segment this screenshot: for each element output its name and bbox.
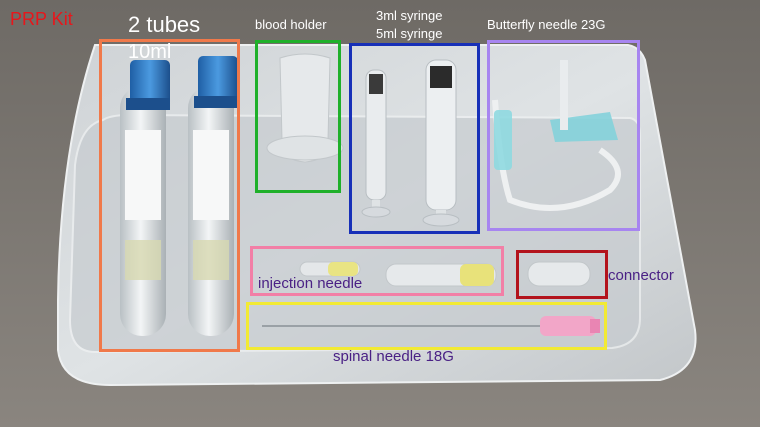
tubes-label-line2: 10ml xyxy=(128,41,172,63)
tube-right xyxy=(188,56,238,336)
tubes-label-line1: 2 tubes xyxy=(128,12,201,37)
tubes-box xyxy=(99,39,240,352)
butterfly-needle-shape xyxy=(492,60,621,211)
spinal-needle-label: spinal needle 18G xyxy=(333,348,454,365)
syringe-box xyxy=(349,43,480,234)
blood-holder-label: blood holder xyxy=(255,17,327,32)
butterfly-needle-box xyxy=(487,40,640,231)
syringe-3ml-shape xyxy=(361,69,391,218)
syringe-5ml-shape xyxy=(422,59,460,227)
syringe-label-line2: 5ml syringe xyxy=(376,26,443,41)
injection-needles-shape xyxy=(299,261,497,287)
injection-needle-box xyxy=(250,246,504,296)
connector-label: connector xyxy=(608,267,674,284)
kit-title: PRP Kit xyxy=(10,9,73,29)
connector-shape xyxy=(527,261,591,287)
butterfly-needle-label: Butterfly needle 23G xyxy=(487,17,606,32)
blood-holder-box xyxy=(255,40,341,193)
syringe-label-line1: 3ml syringe xyxy=(376,8,443,23)
blood-holder-shape xyxy=(266,53,344,163)
injection-needle-label: injection needle xyxy=(258,275,363,292)
tube-left xyxy=(120,60,170,336)
connector-box xyxy=(516,250,608,299)
spinal-needle-shape xyxy=(262,316,600,336)
spinal-needle-box xyxy=(246,302,607,350)
